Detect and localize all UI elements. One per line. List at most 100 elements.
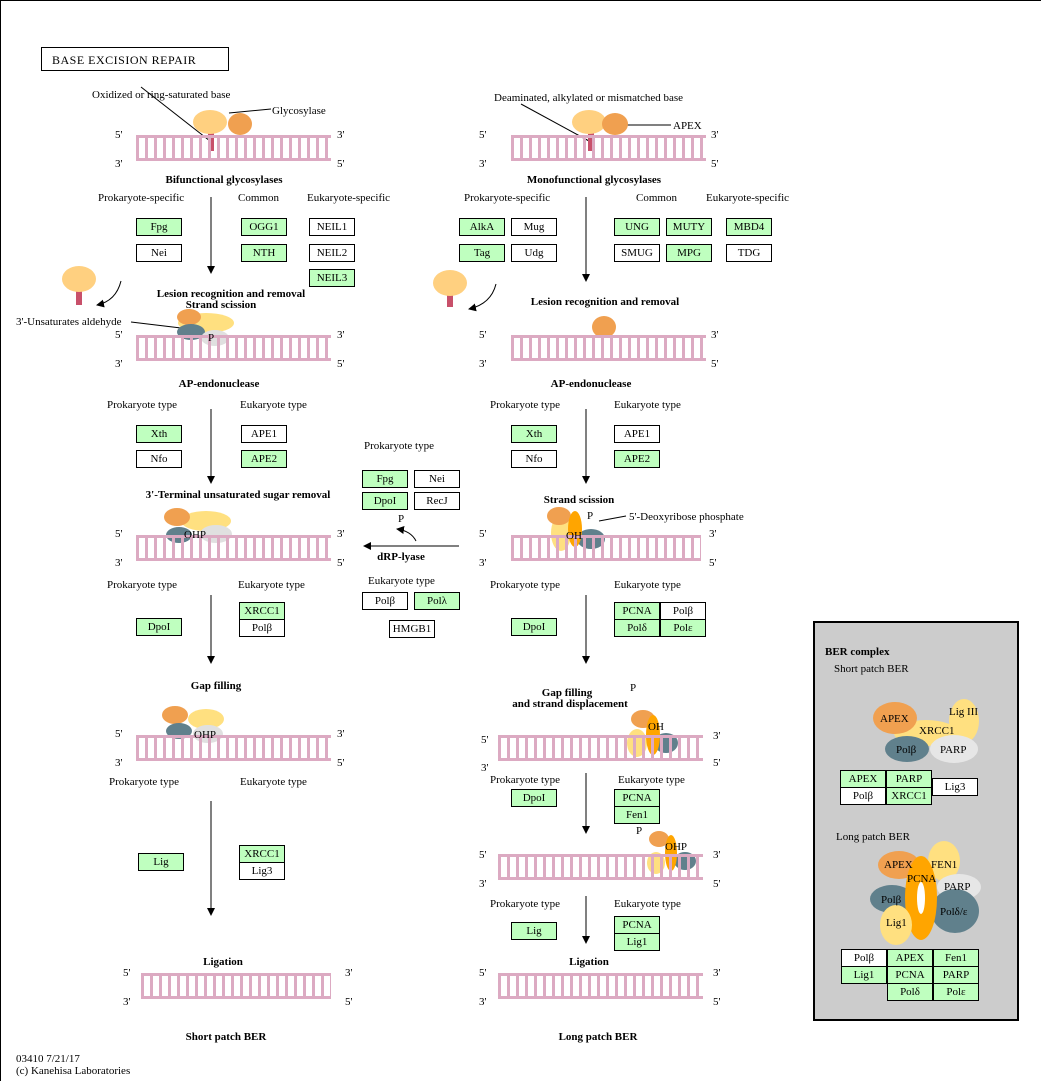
gene-box[interactable]: MPG [666,244,712,262]
gene-box[interactable]: NTH [241,244,287,262]
phosphate-label: P [630,682,637,694]
gene-box[interactable]: AlkA [459,218,505,236]
glycosylase-left [228,113,252,135]
step-monofunctional: Monofunctional glycosylases [526,174,662,186]
gene-box[interactable]: NEIL1 [309,218,355,236]
long-patch-heading: Long patch BER [836,831,910,843]
gene-box[interactable]: Polβ [841,949,887,967]
gene-box[interactable]: Lig [138,853,184,871]
gene-box[interactable]: OGG1 [241,218,287,236]
protein-label: FEN1 [931,859,958,871]
gene-box[interactable]: Polβ [239,619,285,637]
gene-box[interactable]: Polβ [362,592,408,610]
gene-box[interactable]: APE1 [241,425,287,443]
protein-label: PARP [944,881,971,893]
gene-box[interactable]: DpoI [511,789,557,807]
gene-box[interactable]: DpoI [362,492,408,510]
gene-box[interactable]: Tag [459,244,505,262]
gene-box[interactable]: PARP [933,966,979,984]
gene-box[interactable]: NEIL2 [309,244,355,262]
gene-box[interactable]: XRCC1 [239,602,285,620]
gene-box[interactable]: NEIL3 [309,269,355,287]
gene-box[interactable]: DpoI [136,618,182,636]
group-label: Prokaryote type [490,579,560,591]
apex-right [602,113,628,135]
gene-box[interactable]: Polε [933,983,979,1001]
arrow-release-right [468,283,497,312]
protein-label: PARP [940,744,967,756]
gene-box[interactable]: Udg [511,244,557,262]
gene-box[interactable]: PCNA [614,602,660,620]
ohp-label: OHP [194,729,217,741]
gene-box[interactable]: Polδ [614,619,660,637]
phosphate-label: P [587,510,594,522]
gene-box[interactable]: PCNA [887,966,933,984]
step-ap-endonuclease-right: AP-endonuclease [550,378,632,390]
gene-box[interactable]: APEX [887,949,933,967]
drp-lyase-label: dRP-lyase [377,551,425,563]
group-label: Eukaryote type [368,575,435,587]
gene-box[interactable]: HMGB1 [389,620,435,638]
arrow-p-release [396,526,417,542]
gene-box[interactable]: Lig3 [932,778,978,796]
gene-box[interactable]: PCNA [614,916,660,934]
gene-box[interactable]: Fpg [362,470,408,488]
group-label: Prokaryote type [490,399,560,411]
gene-box[interactable]: Lig1 [614,933,660,951]
step-lesion-recognition-right: Lesion recognition and removal [530,296,680,308]
group-label: Eukaryote type [240,399,307,411]
gene-box[interactable]: Nfo [511,450,557,468]
step-ap-endonuclease: AP-endonuclease [178,378,260,390]
gene-box[interactable]: Polε [660,619,706,637]
gene-box[interactable]: APEX [840,770,886,788]
gene-box[interactable]: XRCC1 [239,845,285,863]
gene-box[interactable]: Fpg [136,218,182,236]
gene-box[interactable]: RecJ [414,492,460,510]
dna-strand [498,735,703,761]
gene-box[interactable]: Xth [511,425,557,443]
gene-box[interactable]: Fen1 [614,806,660,824]
group-label: Eukaryote-specific [307,192,391,204]
gene-box[interactable]: DpoI [511,618,557,636]
gene-box[interactable]: Nfo [136,450,182,468]
gene-box[interactable]: Nei [414,470,460,488]
gene-box[interactable]: APE1 [614,425,660,443]
group-label: Prokaryote type [107,579,177,591]
gene-box[interactable]: Fen1 [933,949,979,967]
protein-label: XRCC1 [919,725,955,737]
gene-box[interactable]: XRCC1 [886,787,932,805]
short-patch-label: Short patch BER [185,1031,267,1043]
dna-strand [136,535,331,561]
gene-box[interactable]: Lig3 [239,862,285,880]
gene-box[interactable]: Lig [511,922,557,940]
gene-box[interactable]: APE2 [241,450,287,468]
gene-box[interactable]: Lig1 [841,966,887,984]
dna-strand [136,735,331,761]
group-label: Eukaryote type [614,579,681,591]
gene-box[interactable]: Polλ [414,592,460,610]
hydroxyl-label: OH [566,530,582,542]
gene-box[interactable]: Xth [136,425,182,443]
protein-label: Lig1 [886,917,907,929]
gene-box[interactable]: Polβ [660,602,706,620]
protein-label: APEX [880,713,909,725]
gene-box[interactable]: PCNA [614,789,660,807]
gene-box[interactable]: Polβ [840,787,886,805]
gene-box[interactable]: MUTY [666,218,712,236]
protein-label: APEX [884,859,913,871]
gene-box[interactable]: Mug [511,218,557,236]
gene-box[interactable]: Polδ [887,983,933,1001]
gene-box[interactable]: Nei [136,244,182,262]
gene-box[interactable]: SMUG [614,244,660,262]
gene-box[interactable]: PARP [886,770,932,788]
gene-box[interactable]: UNG [614,218,660,236]
gene-box[interactable]: TDG [726,244,772,262]
gene-box[interactable]: APE2 [614,450,660,468]
group-label: Common [238,192,279,204]
glycosylase-label: Glycosylase [272,105,326,117]
gene-box[interactable]: MBD4 [726,218,772,236]
hydroxyl-label: OH [648,721,664,733]
step-strand-scission-right: Strand scission [543,494,615,506]
dna-strand [511,335,706,361]
